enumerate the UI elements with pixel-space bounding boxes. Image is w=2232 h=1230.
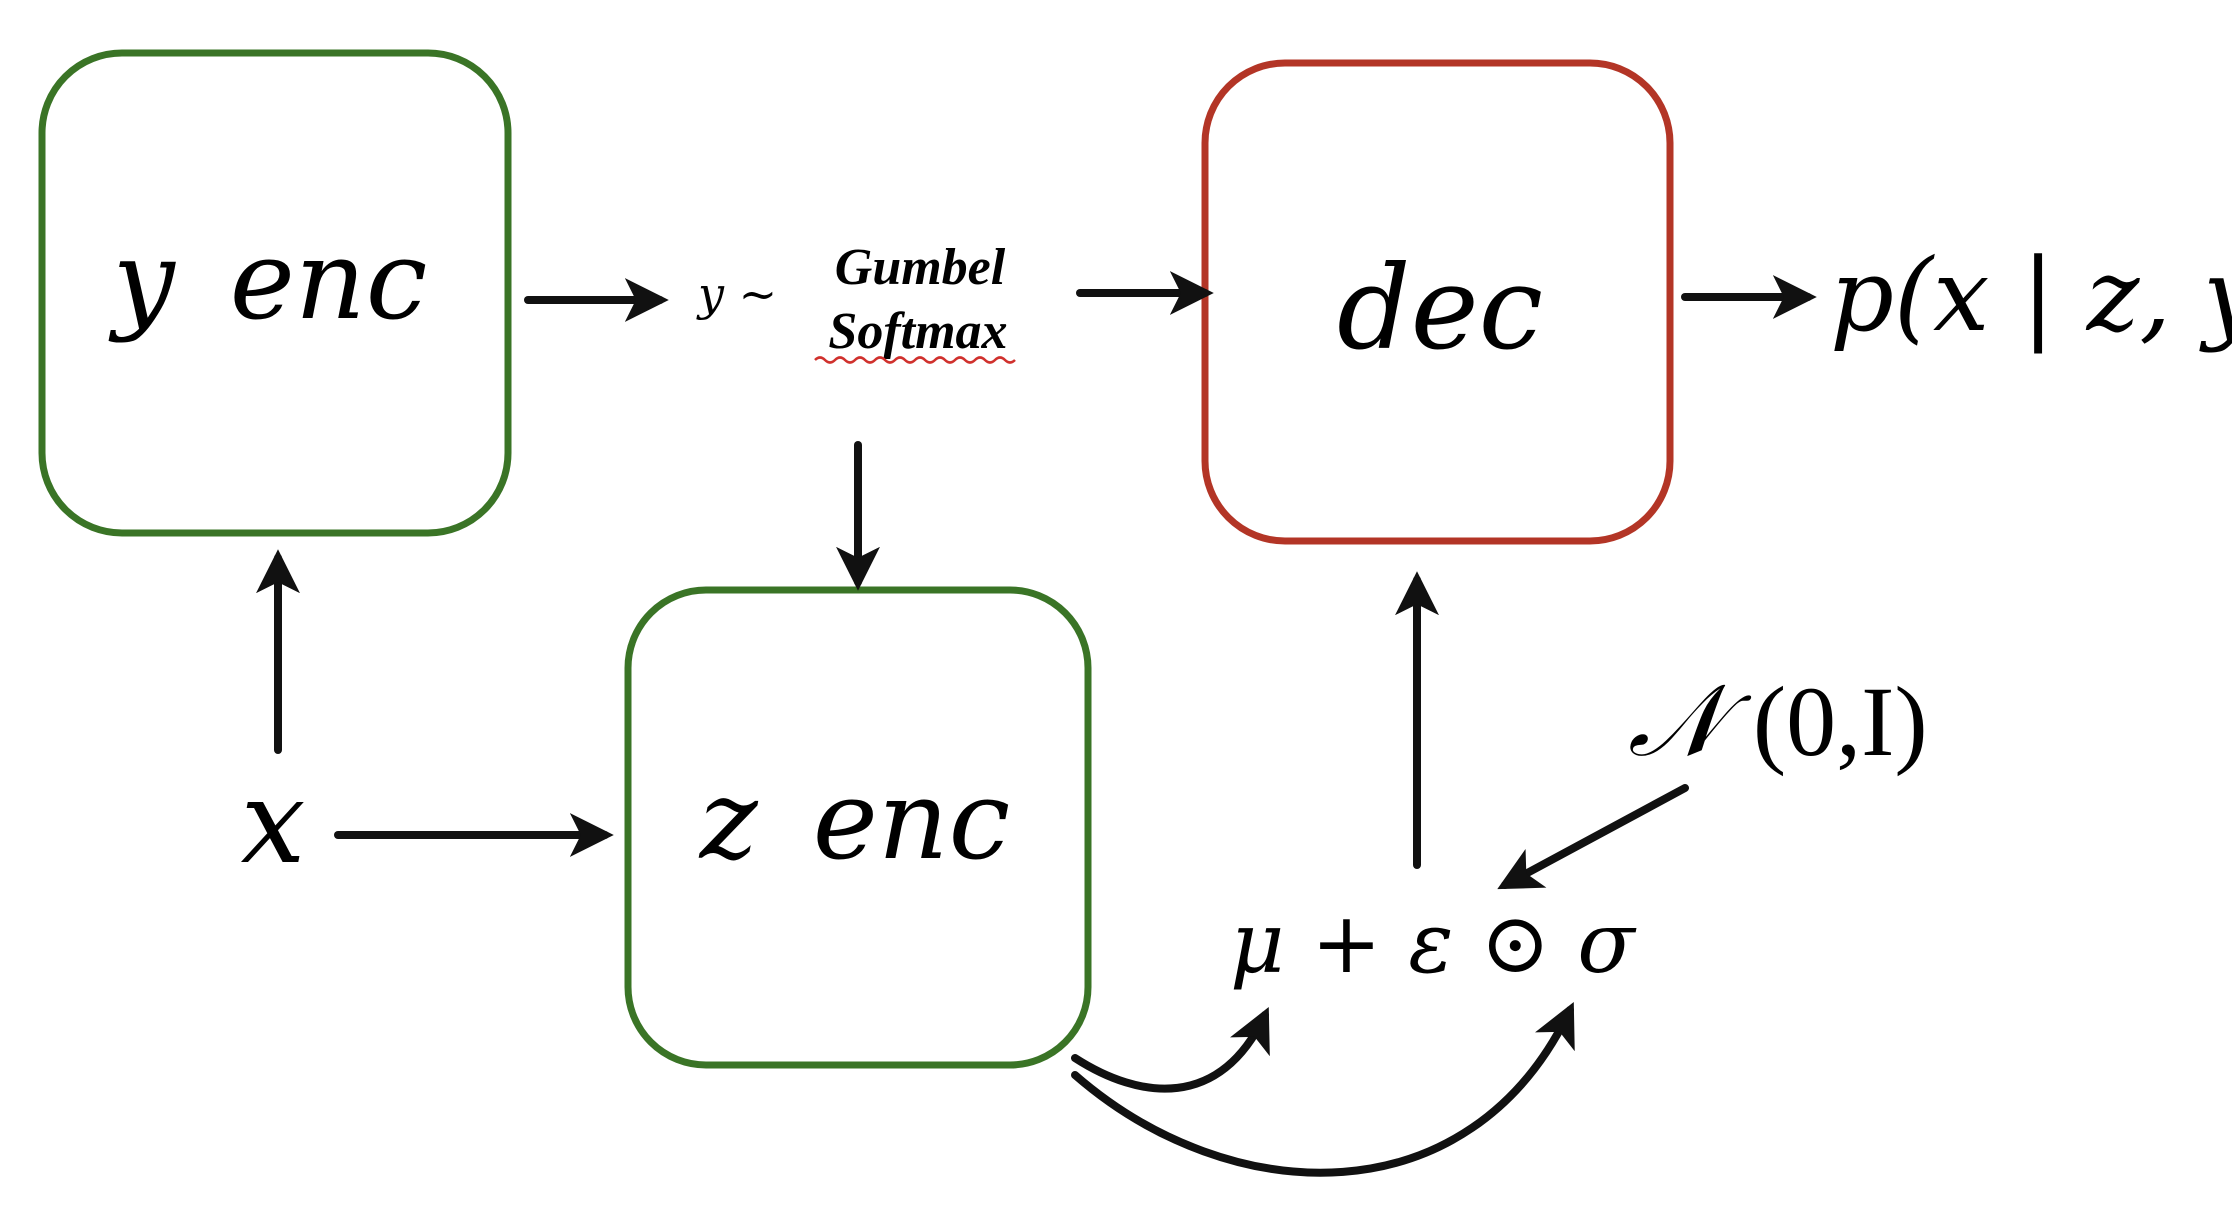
y-encoder-label: y enc (108, 216, 428, 344)
decoder-label: dec (1337, 242, 1543, 376)
y-encoder-border (38, 49, 512, 537)
y-encoder-box: y enc (38, 49, 512, 537)
gumbel-label: Gumbel (835, 239, 1006, 296)
y-encoder-var: y (108, 216, 177, 344)
y-encoder-text: enc (230, 216, 428, 344)
noise-args: (0,I) (1753, 666, 1928, 777)
output-label: p(x | z, y) (1830, 237, 2232, 354)
arrow-noise-to-reparam (1497, 784, 1689, 890)
reparameterization-label: μ + ε ⊙ σ (1230, 894, 1637, 992)
softmax-label: Softmax (828, 303, 1007, 360)
decoder-box: dec (1201, 59, 1674, 545)
x-input-label: x (241, 756, 306, 890)
noise-label: 𝒩 (0,I) (1628, 662, 1928, 779)
softmax-spellcheck-underline (814, 356, 1016, 364)
arrow-zenc-to-sigma (1071, 1002, 1575, 1177)
arrow-zenc-to-mu (1071, 1007, 1270, 1093)
z-encoder-box: z enc (624, 586, 1092, 1069)
noise-symbol: 𝒩 (1628, 662, 1752, 779)
z-encoder-var: z (698, 756, 759, 884)
z-encoder-text: enc (813, 756, 1011, 884)
y-sample-label: y ~ (696, 267, 777, 321)
z-encoder-label: z enc (698, 756, 1011, 884)
